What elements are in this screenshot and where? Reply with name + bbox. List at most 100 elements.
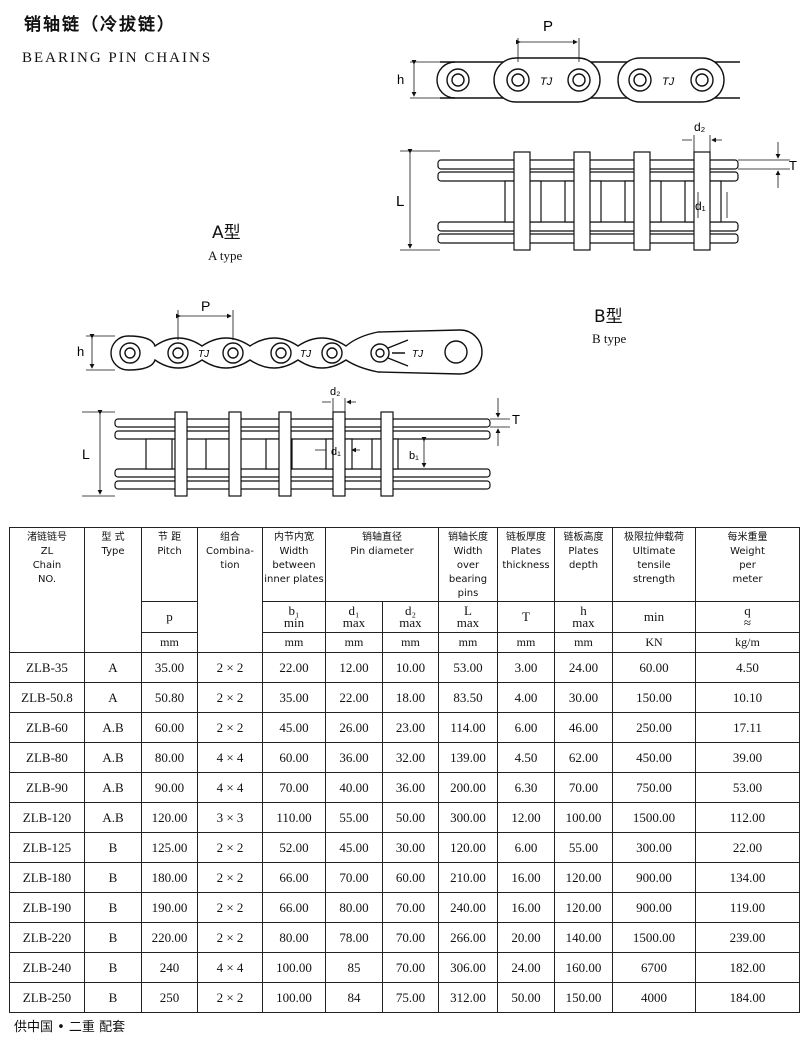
cell-weight: 4.50: [695, 652, 800, 683]
cell-strength: 900.00: [612, 892, 696, 923]
cell-weight: 182.00: [695, 952, 800, 983]
a-type-side-view: [410, 38, 740, 103]
cell-depth: 160.00: [554, 952, 613, 983]
cell-chain-no: ZLB-250: [9, 982, 85, 1013]
cell-strength: 150.00: [612, 682, 696, 713]
cell-combination: 2 × 2: [197, 712, 263, 743]
cell-weight: 53.00: [695, 772, 800, 803]
footer-note: 供中国 • 二重 配套: [14, 1020, 126, 1035]
cell-d1: 85: [325, 952, 383, 983]
cell-weight: 17.11: [695, 712, 800, 743]
symbol-q: q≈: [695, 601, 800, 633]
cell-strength: 6700: [612, 952, 696, 983]
cell-thickness: 16.00: [497, 862, 555, 893]
type-a-caption: A type: [208, 248, 243, 263]
cell-thickness: 4.00: [497, 682, 555, 713]
cell-combination: 2 × 2: [197, 892, 263, 923]
cell-d1: 78.00: [325, 922, 383, 953]
cell-pitch: 250: [141, 982, 198, 1013]
cell-thickness: 16.00: [497, 892, 555, 923]
cell-inner-width: 110.00: [262, 802, 326, 833]
cell-d1: 45.00: [325, 832, 383, 863]
cell-strength: 1500.00: [612, 922, 696, 953]
type-b-label: B型: [594, 307, 623, 327]
cell-chain-no: ZLB-220: [9, 922, 85, 953]
cell-inner-width: 35.00: [262, 682, 326, 713]
a-d2-label: d₂: [694, 120, 706, 134]
cell-chain-no: ZLB-120: [9, 802, 85, 833]
cell-strength: 450.00: [612, 742, 696, 773]
unit-d2: mm: [382, 632, 439, 653]
cell-d1: 40.00: [325, 772, 383, 803]
cell-chain-no: ZLB-50.8: [9, 682, 85, 713]
cell-chain-no: ZLB-60: [9, 712, 85, 743]
cell-pin-length: 83.50: [438, 682, 498, 713]
cell-type: A: [84, 652, 142, 683]
cell-pin-length: 120.00: [438, 832, 498, 863]
cell-inner-width: 66.00: [262, 862, 326, 893]
cell-chain-no: ZLB-35: [9, 652, 85, 683]
cell-pitch: 190.00: [141, 892, 198, 923]
cell-strength: 750.00: [612, 772, 696, 803]
cell-depth: 70.00: [554, 772, 613, 803]
cell-d2: 30.00: [382, 832, 439, 863]
cell-pin-length: 139.00: [438, 742, 498, 773]
cell-pin-length: 200.00: [438, 772, 498, 803]
cell-chain-no: ZLB-125: [9, 832, 85, 863]
cell-pitch: 240: [141, 952, 198, 983]
b-type-side-view: [86, 310, 483, 375]
symbol-min: min: [612, 601, 696, 633]
cell-d1: 55.00: [325, 802, 383, 833]
unit-t: mm: [497, 632, 555, 653]
cell-combination: 2 × 2: [197, 982, 263, 1013]
symbol-t: T: [497, 601, 555, 633]
cell-pin-length: 266.00: [438, 922, 498, 953]
cell-chain-no: ZLB-80: [9, 742, 85, 773]
a-thickness-label: T: [789, 158, 797, 173]
cell-weight: 239.00: [695, 922, 800, 953]
cell-thickness: 6.00: [497, 832, 555, 863]
page-title: 销轴链（冷拔链）: [24, 15, 176, 35]
cell-d2: 50.00: [382, 802, 439, 833]
cell-inner-width: 66.00: [262, 892, 326, 923]
cell-weight: 112.00: [695, 802, 800, 833]
cell-pitch: 120.00: [141, 802, 198, 833]
chain-drawings: P h TJ TJ L d₂ d₁ T: [77, 18, 797, 497]
combination-blank: [197, 601, 263, 653]
symbol-p: p: [141, 601, 198, 633]
cell-thickness: 6.00: [497, 712, 555, 743]
cell-type: B: [84, 862, 142, 893]
cell-pitch: 35.00: [141, 652, 198, 683]
cell-type: B: [84, 982, 142, 1013]
unit-d1: mm: [325, 632, 383, 653]
a-d1-label: d₁: [695, 199, 706, 213]
b-height-label: h: [77, 344, 84, 359]
cell-strength: 250.00: [612, 712, 696, 743]
cell-strength: 1500.00: [612, 802, 696, 833]
cell-d1: 84: [325, 982, 383, 1013]
unit-l: mm: [438, 632, 498, 653]
cell-combination: 2 × 2: [197, 832, 263, 863]
cell-type: A.B: [84, 742, 142, 773]
cell-pitch: 90.00: [141, 772, 198, 803]
cell-weight: 39.00: [695, 742, 800, 773]
cell-d2: 32.00: [382, 742, 439, 773]
cell-thickness: 6.30: [497, 772, 555, 803]
